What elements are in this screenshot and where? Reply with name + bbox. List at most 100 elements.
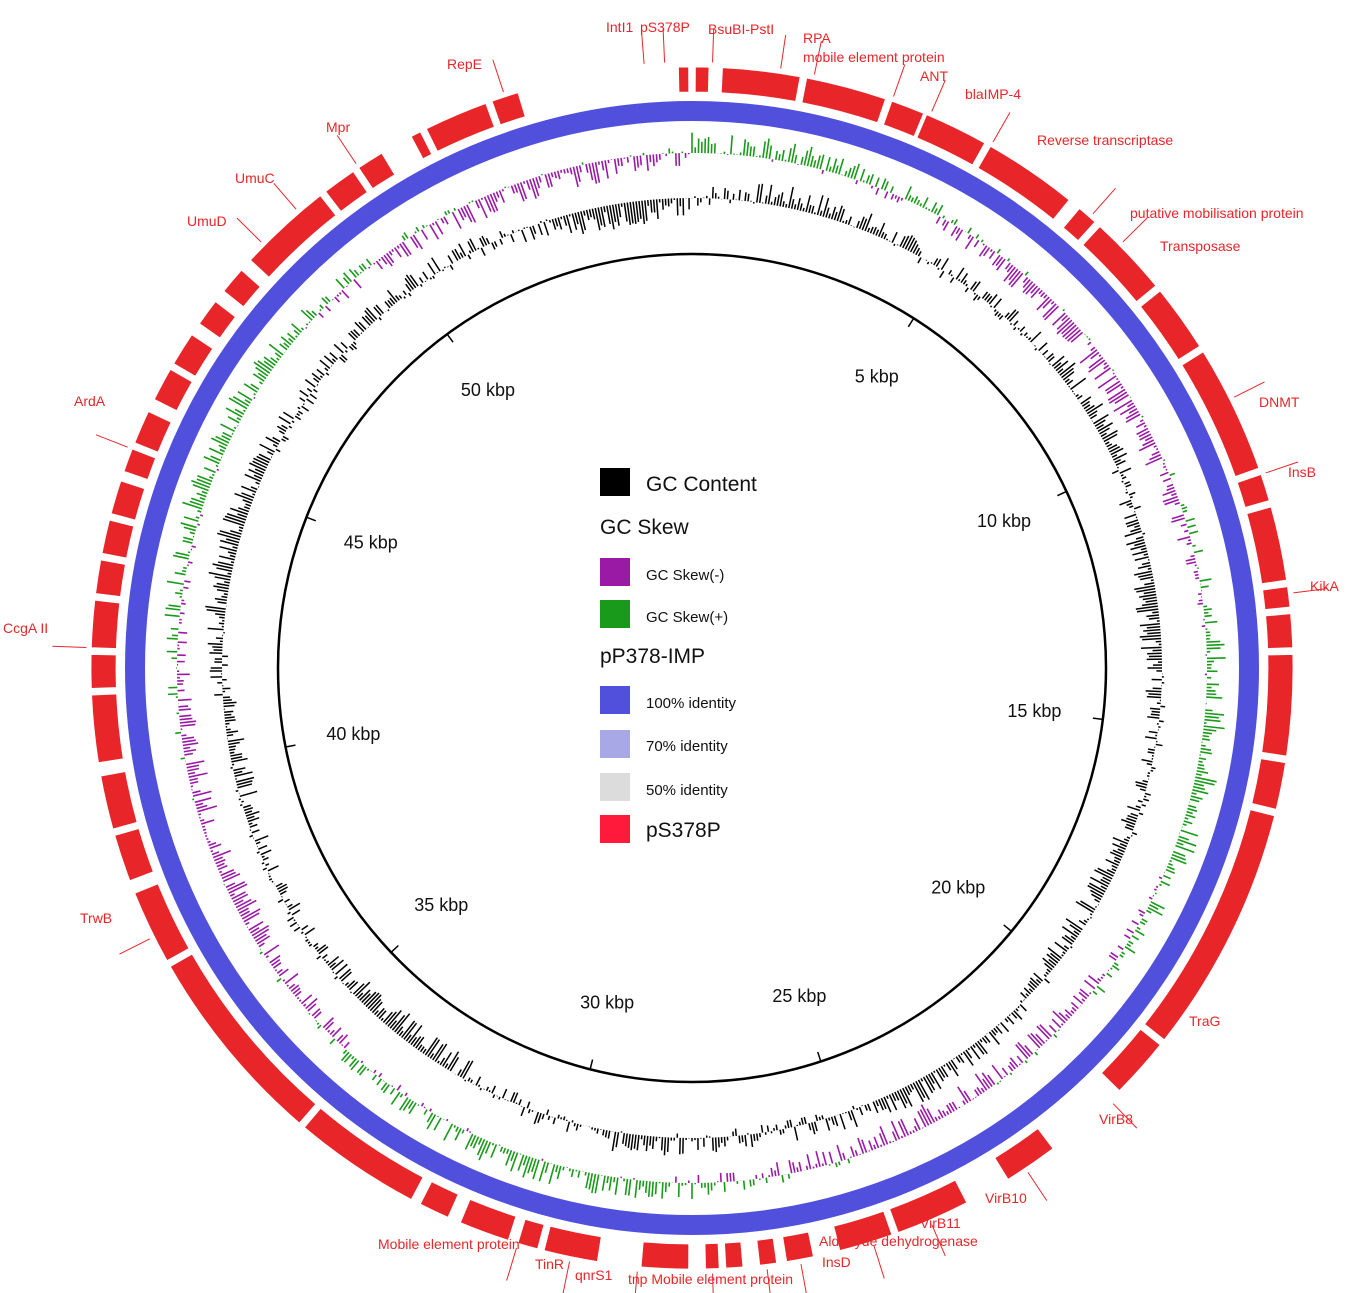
gc-skew-negative-bar (601, 160, 605, 171)
gc-skew-positive-bar (729, 135, 734, 155)
gc-content-bar (316, 384, 319, 386)
gc-skew-negative-bar (208, 841, 217, 847)
gene-label-leader (506, 1247, 517, 1281)
gc-skew-positive-bar (1149, 903, 1159, 910)
gc-content-bar (551, 218, 557, 230)
gc-skew-negative-bar (1087, 341, 1092, 346)
gc-content-bar (915, 1080, 926, 1099)
gc-skew-negative-bar (1058, 1012, 1068, 1022)
gc-content-bar (858, 216, 865, 230)
gc-content-bar (447, 1051, 460, 1070)
query-gene-block (169, 953, 317, 1124)
gc-skew-negative-bar (815, 1163, 818, 1168)
gc-skew-positive-bar (608, 1176, 613, 1191)
gc-skew-negative-bar (890, 1120, 901, 1140)
gc-content-bar (943, 1064, 946, 1067)
gc-content-bar (451, 250, 459, 261)
gc-skew-negative-bar (187, 767, 200, 772)
gc-content-bar (215, 613, 226, 616)
gc-content-bar (498, 1096, 501, 1100)
gc-content-bar (909, 1083, 915, 1090)
gc-content-bar (1146, 625, 1161, 629)
gc-skew-positive-bar (1206, 647, 1221, 650)
gc-skew-negative-bar (1183, 529, 1189, 533)
tick-label: 10 kbp (977, 511, 1031, 531)
gc-skew-negative-bar (183, 586, 189, 590)
gc-skew-negative-bar (1036, 1025, 1050, 1040)
gc-content-bar (454, 248, 462, 260)
gc-skew-positive-bar (1034, 1051, 1039, 1056)
gc-skew-negative-bar (1094, 367, 1112, 380)
gc-skew-negative-bar (1009, 1057, 1019, 1068)
gc-skew-positive-bar (762, 141, 767, 159)
gc-skew-negative-bar (566, 168, 569, 174)
gc-skew-negative-bar (338, 1034, 349, 1044)
gc-content-bar (1107, 444, 1118, 451)
gc-skew-positive-bar (838, 158, 845, 175)
gc-content-bar (1147, 567, 1152, 570)
gc-content-bar (1105, 858, 1119, 867)
gc-skew-positive-bar (1203, 725, 1225, 730)
gc-skew-positive-bar (343, 1053, 353, 1063)
gc-skew-positive-bar (570, 1168, 575, 1178)
gc-content-bar (1133, 505, 1141, 510)
gc-skew-positive-bar (276, 357, 280, 361)
gc-content-bar (750, 1134, 754, 1148)
gc-skew-positive-bar (1202, 734, 1210, 738)
gc-content-bar (229, 554, 236, 558)
gc-content-bar (539, 220, 542, 224)
gc-content-bar (437, 1060, 440, 1064)
gc-content-bar (582, 210, 586, 216)
gc-content-bar (596, 1128, 599, 1134)
gc-content-bar (254, 468, 265, 474)
gc-skew-negative-bar (1117, 945, 1124, 951)
gc-content-bar (1121, 476, 1127, 480)
gc-content-bar (480, 247, 486, 256)
gc-content-bar (224, 713, 232, 716)
gc-content-bar (265, 863, 270, 867)
gc-content-bar (541, 1113, 545, 1120)
gc-skew-positive-bar (847, 1158, 851, 1164)
gc-skew-positive-bar (1024, 1060, 1028, 1064)
gc-content-bar (1134, 556, 1149, 561)
gc-skew-positive-bar (182, 539, 193, 544)
gc-skew-negative-bar (486, 195, 496, 213)
gc-content-bar (758, 1132, 762, 1138)
gc-skew-positive-bar (601, 1175, 606, 1191)
gc-content-bar (747, 193, 750, 202)
gc-content-bar (828, 1117, 831, 1121)
gc-skew-negative-bar (451, 211, 462, 229)
gc-skew-positive-bar (1197, 766, 1205, 770)
gc-skew-positive-bar (1160, 880, 1171, 887)
gc-skew-negative-bar (1042, 303, 1057, 318)
gc-skew-negative-bar (974, 1089, 980, 1097)
gc-skew-negative-bar (880, 1144, 883, 1148)
gc-content-bar (1070, 935, 1077, 941)
gc-content-bar (997, 1023, 1000, 1026)
gc-content-bar (585, 209, 590, 221)
gc-content-bar (537, 1112, 542, 1124)
gc-content-bar (847, 1110, 853, 1121)
gc-content-bar (334, 976, 338, 980)
gc-skew-negative-bar (1144, 436, 1153, 442)
gc-content-bar (222, 518, 245, 527)
gc-content-bar (321, 954, 328, 959)
gc-skew-negative-bar (626, 156, 629, 163)
gc-content-bar (331, 358, 337, 363)
gc-skew-positive-bar (402, 1098, 412, 1111)
gc-skew-negative-bar (912, 1130, 915, 1133)
gc-content-bar (1132, 550, 1148, 556)
gc-content-bar (981, 291, 989, 299)
gc-content-bar (1009, 322, 1013, 326)
gc-content-bar (276, 883, 288, 890)
gc-content-bar (319, 375, 323, 379)
gc-content-bar (237, 513, 248, 518)
gc-skew-negative-bar (409, 236, 419, 249)
tick-label: 20 kbp (931, 877, 985, 897)
gc-content-bar (1126, 817, 1137, 823)
gc-skew-negative-bar (211, 851, 220, 856)
gc-skew-positive-bar (356, 1064, 365, 1074)
gc-skew-positive-bar (1180, 503, 1185, 507)
gc-skew-positive-bar (211, 473, 215, 477)
gc-skew-positive-bar (1181, 506, 1188, 510)
